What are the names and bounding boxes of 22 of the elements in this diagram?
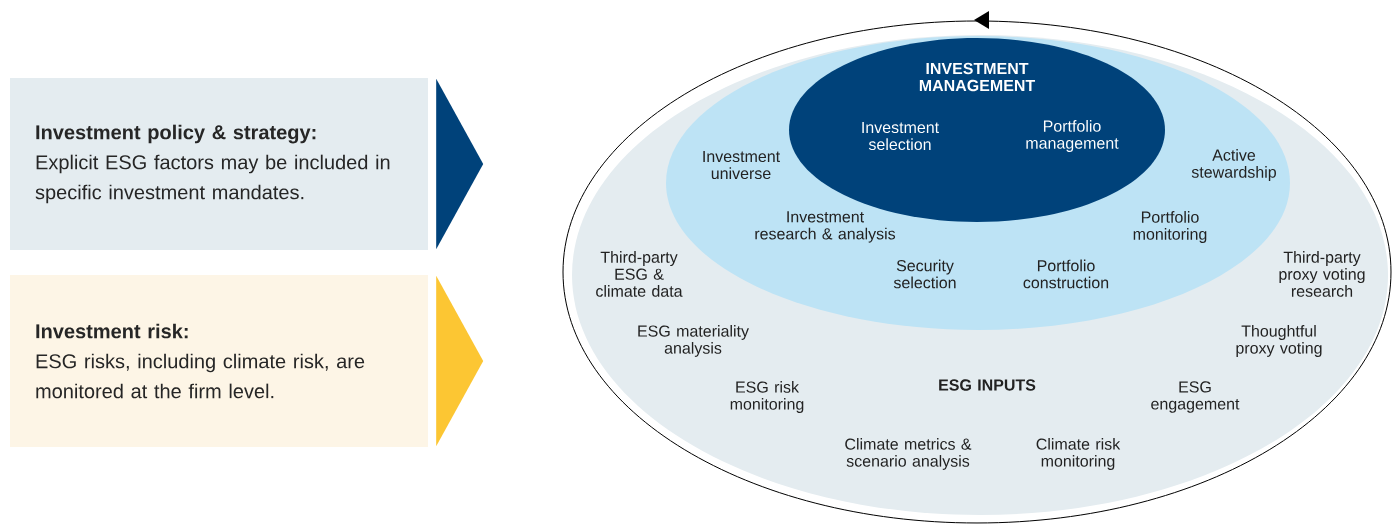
ellipse-label: Investment selection xyxy=(862,121,939,151)
ellipse-label: Third-party ESG & climate data xyxy=(596,251,683,297)
ellipse-label: Third-party proxy voting research xyxy=(1279,251,1365,297)
ellipse-label: Portfolio monitoring xyxy=(1133,211,1207,243)
chevron-arrow xyxy=(436,78,484,250)
text-box: Investment policy & strategy: Explicit ESG factors may be included in specific investment mandates. xyxy=(10,78,428,250)
ellipse-label: Portfolio management xyxy=(1026,120,1119,152)
ellipse-label: Active stewardship xyxy=(1191,149,1276,181)
ellipse-label: ESG engagement xyxy=(1151,381,1240,413)
ellipse-label: ESG materiality analysis xyxy=(638,325,749,357)
ellipse-heading: INVESTMENT MANAGEMENT xyxy=(919,62,1036,92)
ellipse-label: Security selection xyxy=(893,259,956,289)
ellipse-heading: ESG INPUTS xyxy=(939,379,1036,391)
chevron-arrow xyxy=(436,275,484,447)
ellipse-label: Climate metrics & scenario analysis xyxy=(845,438,972,470)
ellipse-label: Thoughtful proxy voting xyxy=(1236,325,1322,357)
ellipse-label: ESG risk monitoring xyxy=(730,381,804,413)
text-box: Investment risk: ESG risks, including climate risk, are monitored at the firm level. xyxy=(10,275,428,447)
ellipse-label: Investment research & analysis xyxy=(755,211,896,243)
ellipse-label: Climate risk monitoring xyxy=(1036,438,1121,470)
ellipse-label: Portfolio construction xyxy=(1023,259,1109,289)
ellipse-label: Investment universe xyxy=(703,150,780,180)
